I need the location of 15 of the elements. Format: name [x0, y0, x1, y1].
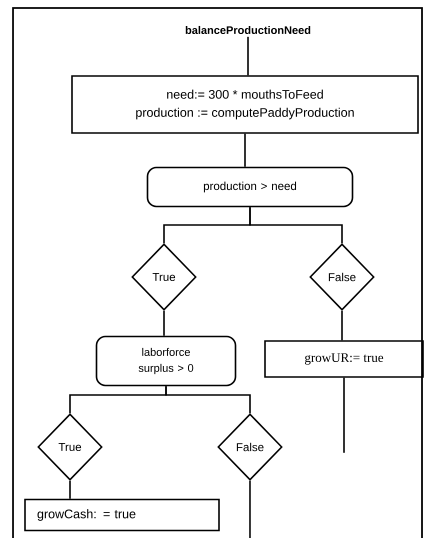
- condition-box: laborforce surplus > 0: [96, 336, 236, 386]
- connector: [244, 134, 246, 167]
- connector: [69, 480, 71, 499]
- connector: [341, 310, 343, 340]
- connector: [165, 386, 251, 414]
- process-box: growCash: = true: [24, 498, 220, 532]
- connector: [247, 36, 249, 76]
- process-box: growUR:= true: [264, 340, 424, 378]
- connector: [163, 310, 165, 336]
- connector: [249, 480, 251, 538]
- title-text: balanceProductionNeed: [186, 26, 310, 34]
- connector: [249, 207, 343, 244]
- condition-box: production > need: [146, 166, 354, 208]
- connector: [343, 378, 345, 453]
- process-box: need:= 300 * mouthsToFeed production := computePaddyProduction: [71, 75, 419, 134]
